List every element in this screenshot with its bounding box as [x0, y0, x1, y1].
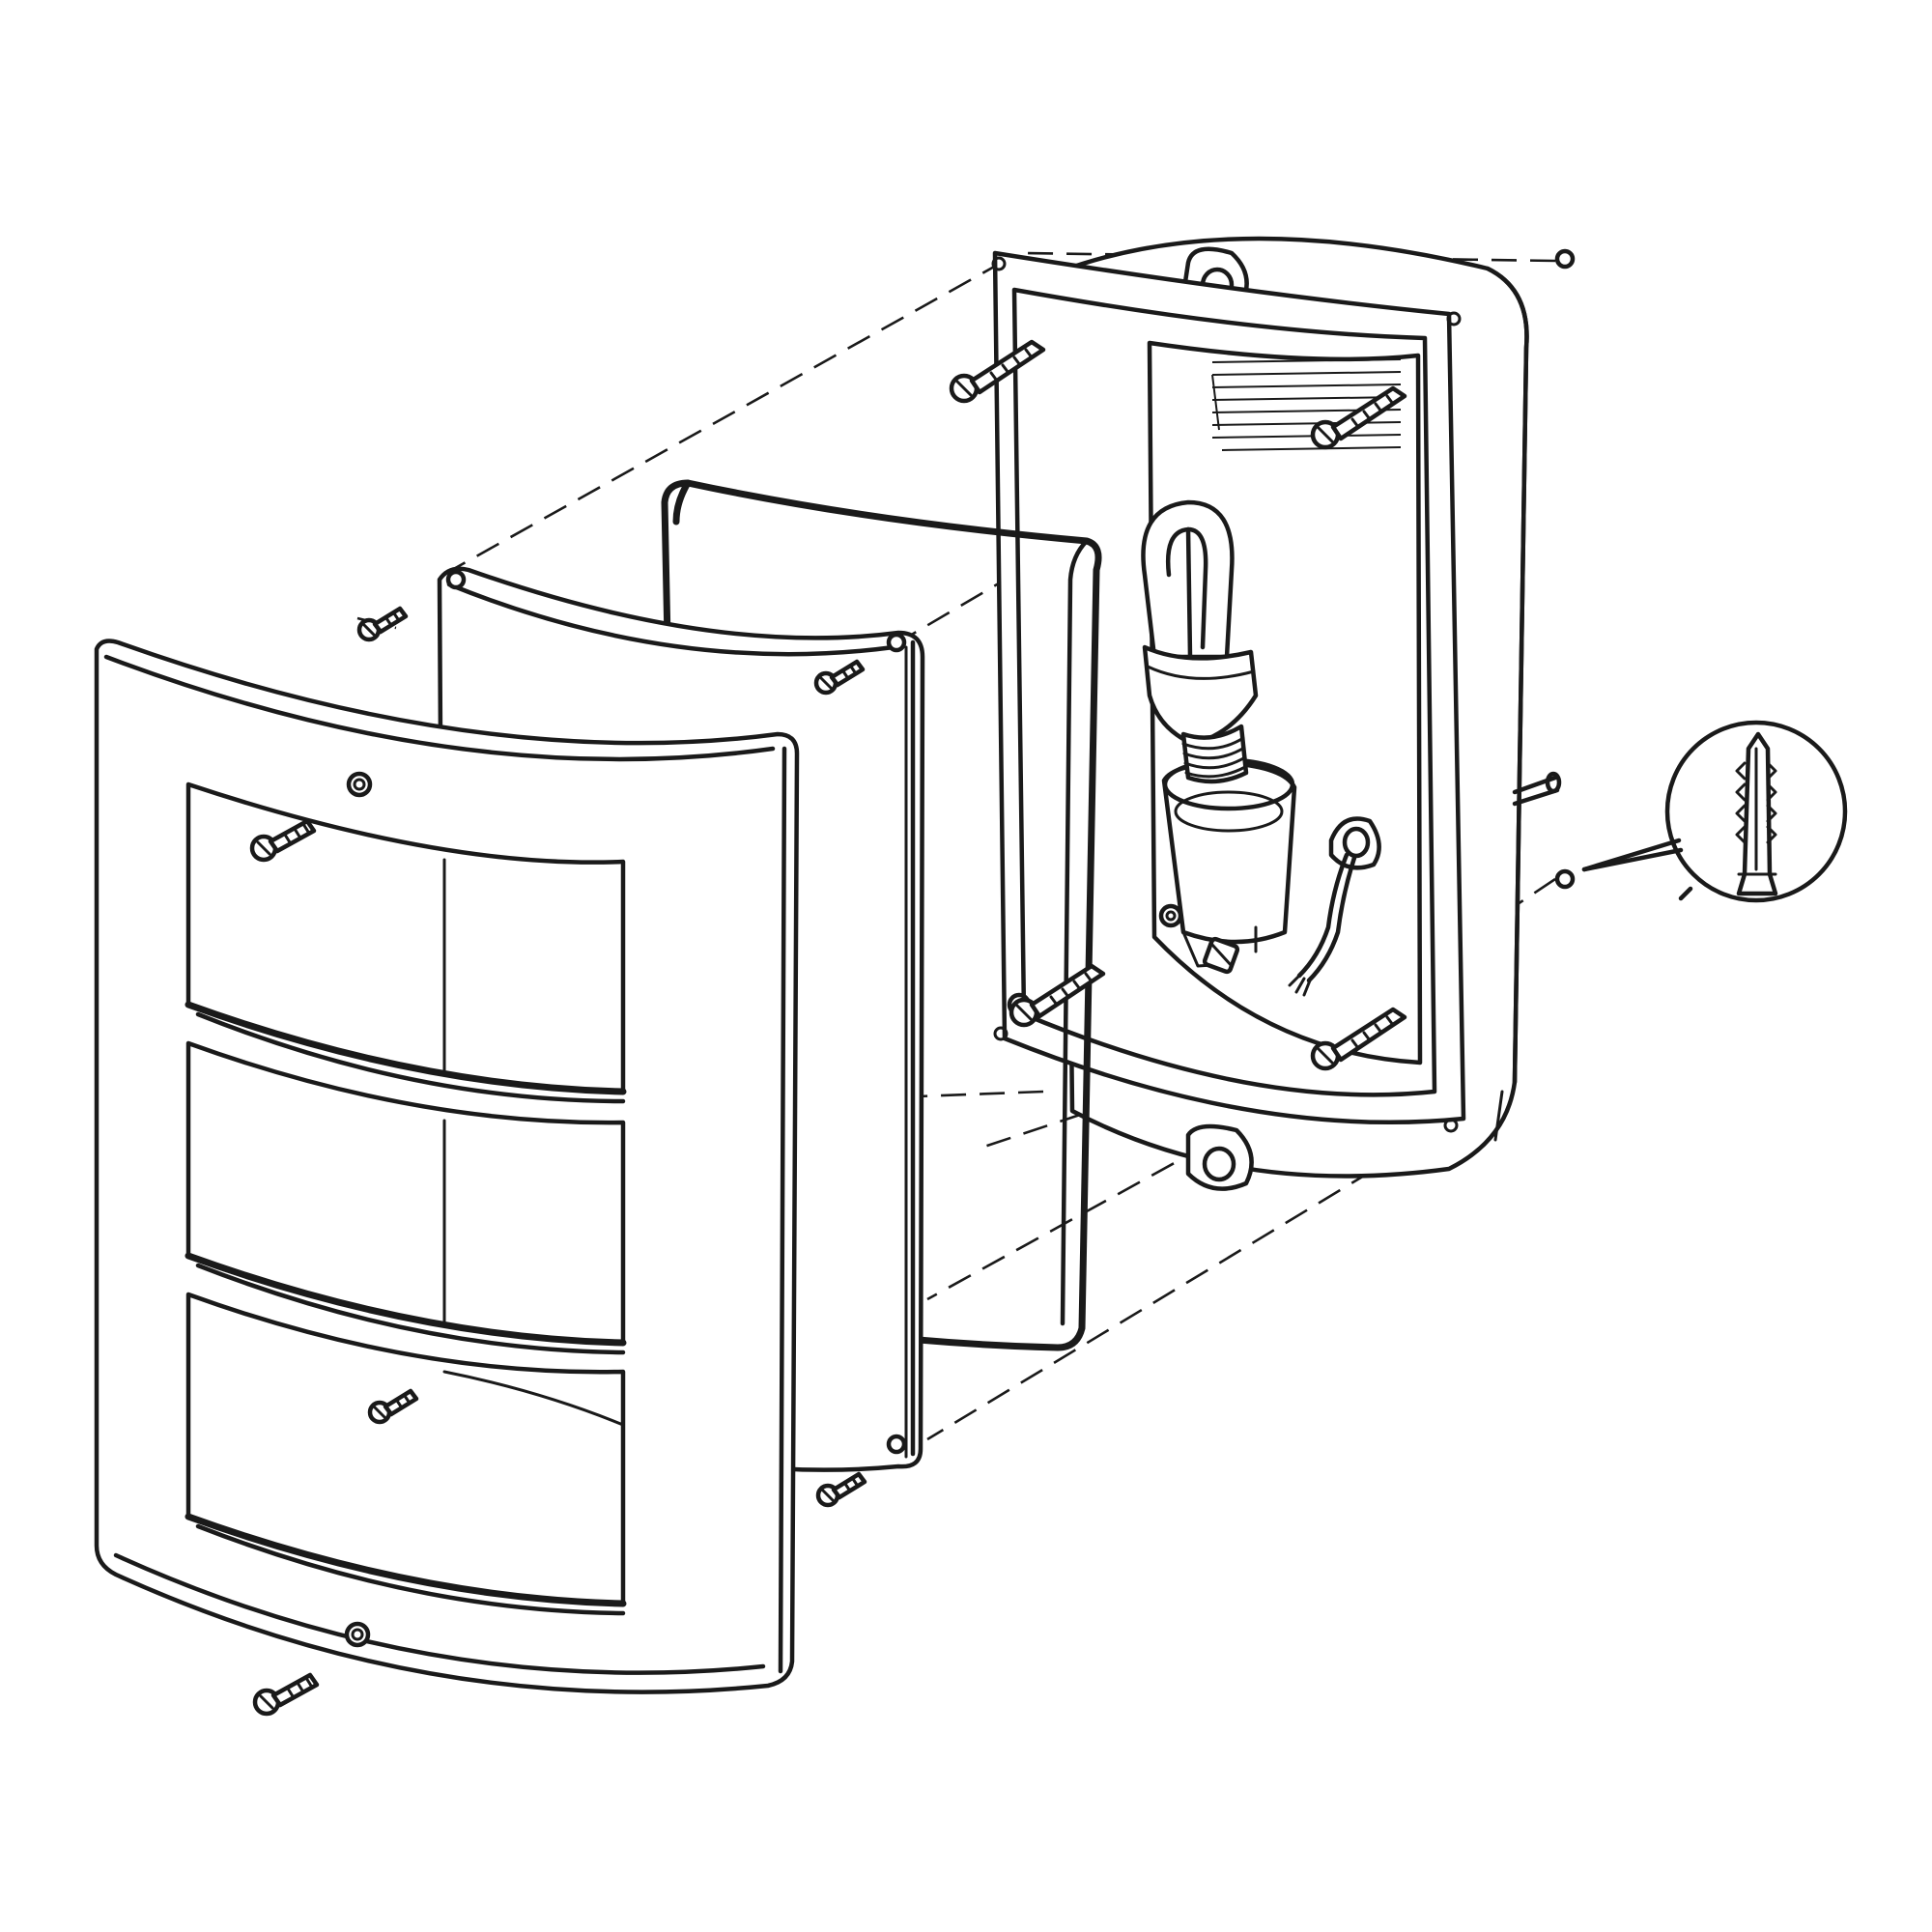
- cfl-bulb: [1141, 499, 1259, 784]
- cover-window-2: [185, 1040, 627, 1355]
- wall-plug-detail: [1581, 720, 1848, 903]
- diffuser-screw-bottom-right: [818, 1474, 865, 1505]
- diffuser-screw-top-left: [359, 609, 406, 639]
- front-cover-frame: [94, 639, 800, 1694]
- cover-window-3: [185, 1292, 627, 1616]
- wall-plug-icon: [1735, 731, 1778, 896]
- wall-drill-holes: [1554, 248, 1576, 890]
- bottom-mounting-lug: [1185, 1123, 1254, 1191]
- lamp-socket: [1161, 757, 1297, 975]
- cover-screw-bottom: [255, 1675, 317, 1714]
- cover-window-1: [185, 781, 627, 1104]
- cable-grommet: [1288, 816, 1381, 997]
